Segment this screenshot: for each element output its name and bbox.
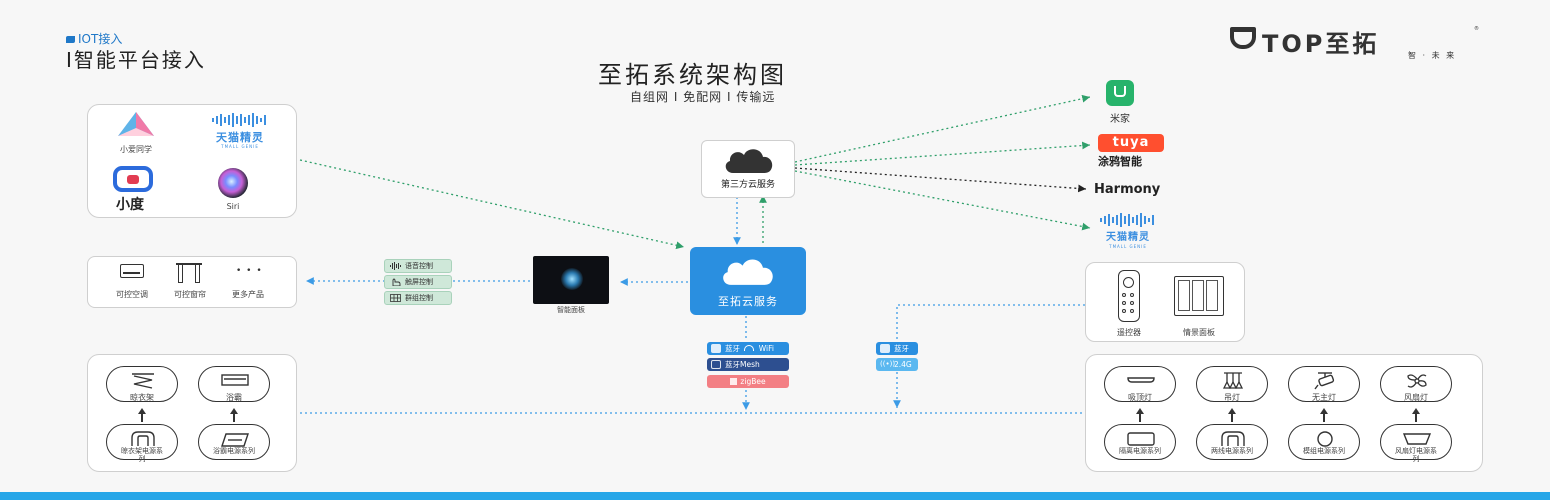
grid-icon [390,294,401,302]
xiaodu-icon [127,175,139,184]
mijia-label: 米家 [1110,114,1130,125]
page-heading: I智能平台接入 [66,48,206,72]
voice-wave-icon [390,262,401,270]
device-circle: 吊灯 [1196,366,1268,402]
voice-control-chip: 语音控制 [384,259,452,273]
diagram-title: 至拓系统架构图 [598,61,787,89]
bath-heater-icon [221,374,249,386]
tuya-label: 涂鸦智能 [1098,155,1142,168]
zigbee-icon [730,378,738,385]
siri-label: Siri [226,202,240,211]
device-circle: 吸顶灯 [1104,366,1176,402]
signal-icon: ((•)) [880,360,896,368]
brand-logo: TOP至拓 ® 智 · 未 来 [1228,24,1508,64]
drying-rack-icon [132,373,154,389]
pendant-light-icon [1222,372,1244,389]
device-circle: 晾衣架电源系列 [106,424,178,463]
mesh-icon [711,360,721,369]
bottom-accent-bar [0,492,1550,500]
device-circle: 浴霸 [198,366,270,402]
siri-icon [218,168,248,198]
tag-icon [66,36,75,43]
xiaodu-logo [113,166,153,192]
device-circle: 模组电源系列 [1288,424,1360,460]
ceiling-light-icon [1127,377,1155,383]
product-label: 更多产品 [232,290,264,299]
bluetooth-icon [880,344,890,353]
tuya-logo: tuya [1098,134,1164,152]
voice-platforms-card [87,104,297,218]
device-circle: 晾衣架 [106,366,178,402]
device-circle: 风扇灯 [1380,366,1452,402]
device-circle: 两线电源系列 [1196,424,1268,460]
more-dots-icon: • • • [236,266,263,276]
zhituo-cloud-label: 至拓云服务 [718,295,778,308]
fan-power-icon [1402,433,1432,445]
xiaoai-logo [116,110,156,142]
fan-light-icon [1407,374,1427,388]
zigbee-chip: zigBee [707,375,789,388]
shield-icon [1230,27,1256,49]
diagram-subtitle: 自组网 I 免配网 I 传输远 [630,90,776,104]
g24-chip: ((•)) 2.4G [876,358,918,371]
product-label: 可控窗帘 [174,290,206,299]
cloud-icon [725,149,773,173]
third-party-cloud-label: 第三方云服务 [720,180,775,190]
harmony-label: Harmony [1094,182,1161,197]
bt-wifi-chip: 蓝牙 WiFi [707,342,789,355]
third-party-cloud-box: 第三方云服务 [701,140,795,198]
group-control-chip: 群组控制 [384,291,452,305]
bath-power-icon [221,433,249,447]
product-label: 可控空调 [116,290,148,299]
zhituo-cloud-box: 至拓云服务 [690,247,806,315]
tmall-eco-logo: 天猫精灵 TMALL GENIE [1098,212,1158,250]
remote-control-icon [1118,270,1140,322]
bluetooth-icon [711,344,721,353]
curtain-icon [176,263,202,283]
tmall-logo: 天猫精灵 TMALL GENIE [208,112,272,150]
device-circle: 浴霸电源系列 [198,424,270,460]
spotlight-icon [1314,372,1335,390]
two-wire-power-icon [1221,431,1245,446]
smart-panel-label: 智能面板 [557,306,585,314]
xiaoai-label: 小爱同学 [120,145,152,154]
xiaodu-label: 小度 [116,197,144,213]
scene-panel-label: 情景面板 [1183,328,1215,337]
remote-label: 遥控器 [1117,328,1141,337]
hand-touch-icon [392,278,401,286]
xiaoai-icon [118,112,154,136]
scene-panel-icon [1174,276,1224,316]
power-module-icon [131,431,155,446]
device-circle: 隔离电源系列 [1104,424,1176,460]
bluetooth-chip: 蓝牙 [876,342,918,355]
soundwave-icon [1100,213,1154,227]
wifi-icon [744,345,755,351]
soundwave-icon [212,113,266,127]
mijia-icon [1106,80,1134,106]
air-conditioner-icon [120,264,144,278]
module-power-icon [1317,431,1333,447]
bt-mesh-chip: 蓝牙Mesh [707,358,789,371]
touch-control-chip: 触屏控制 [384,275,452,289]
remote-scene-card [1085,262,1245,342]
panel-lens-icon [561,268,583,290]
cloud-icon [723,259,773,285]
smart-panel-image [533,256,609,304]
isolated-power-icon [1127,432,1155,446]
device-circle: 无主灯 [1288,366,1360,402]
device-circle: 风扇灯电源系列 [1380,424,1452,463]
iot-tag: IOT接入 [66,30,122,47]
